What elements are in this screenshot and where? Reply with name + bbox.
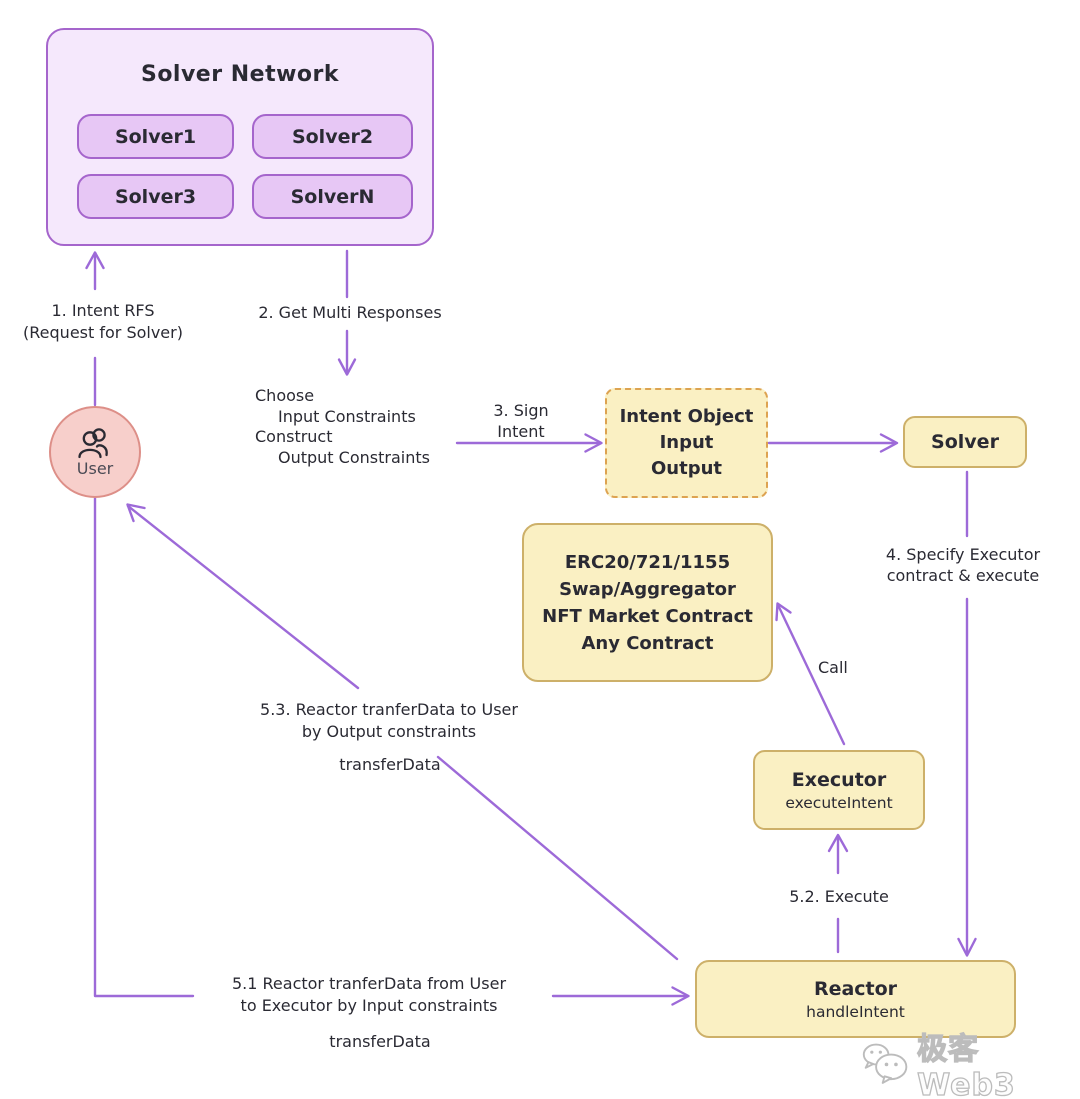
arrow-sign-intent — [455, 433, 603, 453]
reactor-title: Reactor — [813, 977, 898, 1000]
label-step4: 4. Specify Executor contract & execute — [885, 545, 1041, 585]
contracts-line3: NFT Market Contract — [542, 605, 753, 627]
contracts-box: ERC20/721/1155 Swap/Aggregator NFT Marke… — [522, 523, 773, 682]
contracts-line4: Any Contract — [581, 632, 714, 654]
label-call: Call — [818, 658, 848, 677]
label-transferdata-53: transferData — [339, 755, 441, 774]
intent-object-line1: Intent Object — [619, 406, 754, 427]
intent-object-box: Intent Object Input Output — [605, 388, 768, 498]
user-label: User — [76, 458, 114, 478]
label-transferdata-51: transferData — [329, 1032, 431, 1051]
label-step1: 1. Intent RFS (Request for Solver) — [23, 301, 183, 342]
intent-object-line2: Input — [659, 432, 714, 453]
solver3-node: Solver3 — [77, 174, 234, 219]
label-step2: 2. Get Multi Responses — [258, 303, 442, 322]
contracts-line1: ERC20/721/1155 — [564, 551, 731, 573]
arrow-transfer-from-user — [93, 496, 690, 1006]
label-step53: 5.3. Reactor tranferData to User by Outp… — [260, 700, 518, 741]
label-step51: 5.1 Reactor tranferData from User to Exe… — [231, 974, 507, 1015]
solver2-node: Solver2 — [252, 114, 413, 159]
executor-box: Executor executeIntent — [753, 750, 925, 830]
arrow-execute — [827, 833, 849, 954]
solver-box: Solver — [903, 416, 1027, 468]
wechat-icon — [862, 1043, 908, 1084]
executor-title: Executor — [791, 768, 887, 791]
label-step3: 3. Sign Intent — [493, 401, 549, 441]
solver-network-box: Solver Network Solver1 Solver2 Solver3 S… — [46, 28, 434, 246]
label-step52: 5.2. Execute — [789, 887, 889, 906]
users-icon — [78, 427, 108, 458]
arrow-solver-to-reactor — [957, 470, 977, 957]
watermark-text: 极客 Web3 — [916, 1031, 1016, 1099]
reactor-box: Reactor handleIntent — [695, 960, 1016, 1038]
solverN-node: SolverN — [252, 174, 413, 219]
solver1-node: Solver1 — [77, 114, 234, 159]
contracts-line2: Swap/Aggregator — [559, 578, 736, 600]
user-node: User — [49, 406, 141, 498]
watermark: 极客 Web3 — [860, 1024, 1080, 1099]
solver-network-title: Solver Network — [140, 62, 340, 87]
arrow-intent-rfs — [85, 251, 105, 407]
label-constraints: Choose Input Constraints Construct Outpu… — [255, 386, 430, 467]
intent-object-line3: Output — [650, 458, 723, 479]
arrow-get-multi-responses — [337, 249, 357, 376]
arrow-intent-to-solver — [767, 433, 899, 453]
arrow-call — [775, 602, 846, 746]
reactor-subtitle: handleIntent — [806, 1002, 905, 1021]
executor-subtitle: executeIntent — [785, 793, 893, 812]
arrow-transfer-to-user — [126, 503, 679, 961]
